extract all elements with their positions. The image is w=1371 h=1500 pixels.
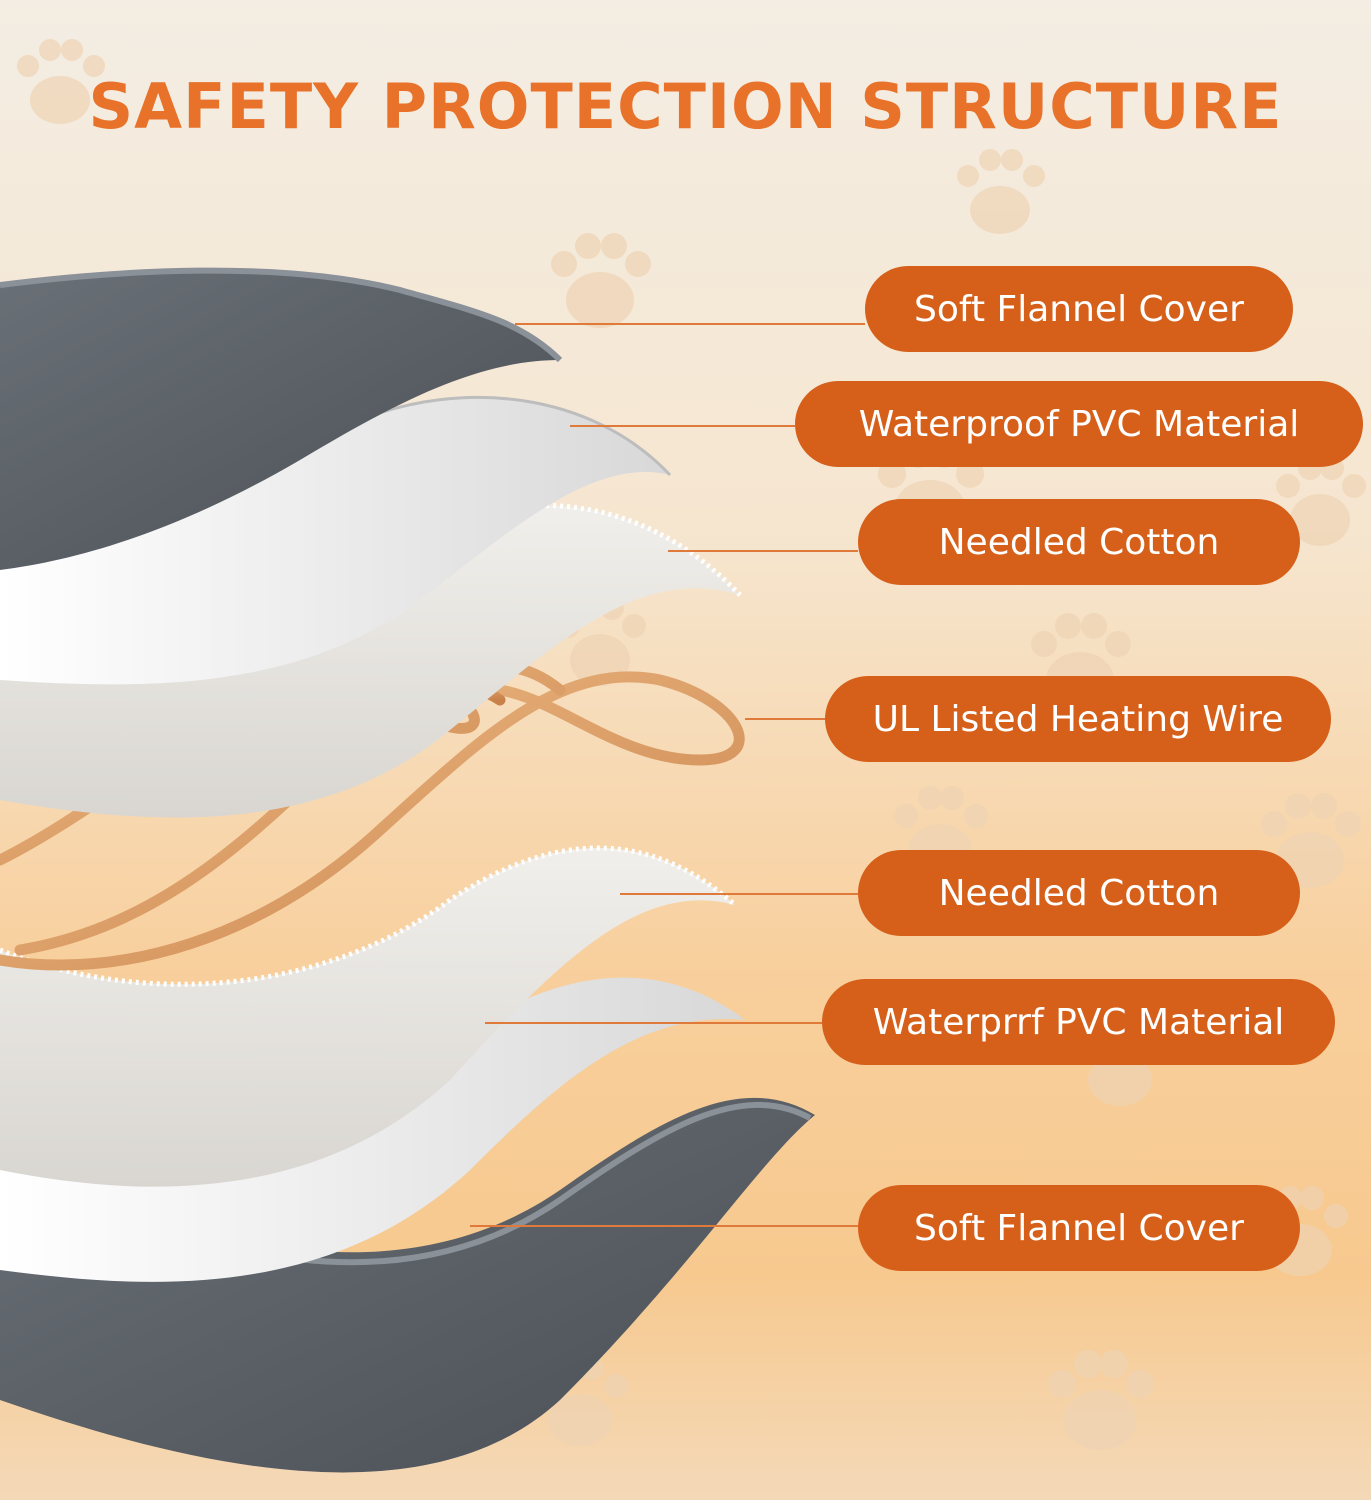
layer-label-2: Waterproof PVC Material — [795, 381, 1363, 467]
leader-line — [570, 425, 795, 427]
top-cotton-layer — [0, 505, 740, 818]
leader-line — [515, 323, 865, 325]
layer-label-4: UL Listed Heating Wire — [825, 676, 1331, 762]
bottom-cotton-layer — [0, 847, 735, 1187]
top-flannel-layer — [0, 270, 560, 570]
leader-line — [485, 1022, 822, 1024]
layer-label-5: Needled Cotton — [858, 850, 1300, 936]
layer-label-1: Soft Flannel Cover — [865, 266, 1293, 352]
layer-label-7: Soft Flannel Cover — [858, 1185, 1300, 1271]
top-pvc-layer — [0, 397, 670, 685]
leader-line — [620, 893, 858, 895]
paw-icon — [551, 233, 651, 328]
paw-icon — [17, 39, 105, 124]
leader-line — [668, 550, 858, 552]
layer-label-6: Waterprrf PVC Material — [822, 979, 1335, 1065]
bottom-flannel-layer — [0, 1097, 815, 1473]
layer-label-3: Needled Cotton — [858, 499, 1300, 585]
leader-line — [470, 1225, 858, 1227]
leader-line — [745, 718, 825, 720]
paw-icon — [1048, 1350, 1154, 1450]
paw-icon — [957, 149, 1045, 234]
page-title: SAFETY PROTECTION STRUCTURE — [88, 70, 1283, 143]
